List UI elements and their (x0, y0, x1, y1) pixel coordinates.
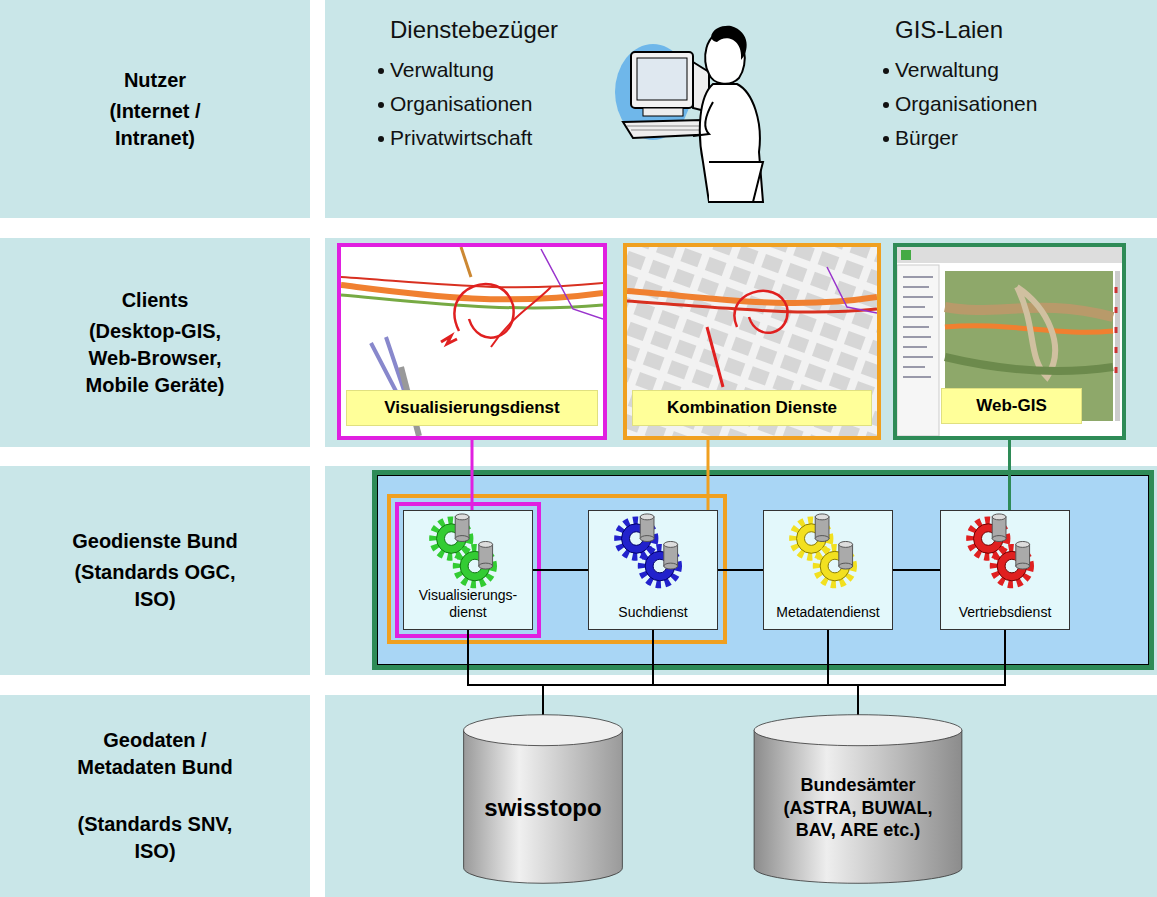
connector (858, 630, 1005, 715)
bullet-dot (883, 68, 889, 74)
database-label: swisstopo (484, 793, 601, 823)
connector (828, 630, 858, 715)
row-label-band: Nutzer (Internet / Intranet) (0, 0, 310, 218)
client-screenshot-box: Kombination Dienste (623, 243, 881, 440)
caption-box: Kombination Dienste (632, 390, 872, 426)
connector (468, 630, 858, 715)
service-box: Suchdienst (588, 510, 718, 630)
connector (893, 569, 940, 571)
connector (543, 630, 1005, 715)
service-label: Metadatendienst (776, 604, 880, 621)
group-heading: Dienstebezüger (390, 16, 558, 44)
row-subtitle: (Internet / Intranet) (68, 98, 243, 152)
database-cylinder-node: swisstopo (462, 713, 624, 885)
connector (533, 569, 588, 571)
database-cylinder-node: Bundesämter (ASTRA, BUWAL, BAV, ARE etc.… (752, 713, 964, 885)
list-item: Bürger (895, 126, 958, 150)
bullet-dot (883, 136, 889, 142)
client-label: Web-GIS (976, 396, 1047, 416)
client-label: Visualisierungsdienst (384, 398, 559, 418)
caption-box: Visualisierungsdienst (346, 390, 598, 426)
list-item: Privatwirtschaft (390, 126, 532, 150)
bullet-dot (378, 136, 384, 142)
database-label: Bundesämter (ASTRA, BUWAL, BAV, ARE etc.… (767, 774, 949, 842)
list-item: Organisationen (390, 92, 532, 116)
service-box: Vertriebsdienst (940, 510, 1070, 630)
list-item: Organisationen (895, 92, 1037, 116)
connector (707, 440, 710, 510)
bullet-dot (378, 102, 384, 108)
list-item: Verwaltung (895, 58, 999, 82)
client-screenshot-box: Visualisierungsdienst (337, 243, 607, 440)
connector (471, 440, 474, 510)
service-label: Suchdienst (618, 604, 687, 621)
user-at-computer-icon (613, 12, 773, 212)
list-item: Verwaltung (390, 58, 494, 82)
row-panel (325, 695, 1157, 897)
user-panel: DienstebezügerVerwaltungOrganisationenPr… (325, 0, 1157, 218)
connector (653, 630, 858, 715)
row-title: Geodaten / Metadaten Bund (65, 727, 245, 781)
row-label-band: Clients (Desktop-GIS, Web-Browser, Mobile… (0, 238, 310, 447)
group-heading: GIS-Laien (895, 16, 1003, 44)
row-title: Nutzer (124, 67, 186, 94)
row-subtitle: (Standards OGC, ISO) (68, 559, 243, 613)
client-screenshot-box: Web-GIS (893, 243, 1126, 440)
service-box: Visualisierungs- dienst (403, 510, 533, 630)
row-title: Geodienste Bund (72, 528, 238, 555)
connector (718, 569, 763, 571)
row-label-band: Geodienste Bund (Standards OGC, ISO) (0, 466, 310, 675)
row-subtitle: (Standards SNV, ISO) (68, 811, 243, 865)
service-label: Visualisierungs- dienst (404, 587, 532, 621)
connector (543, 630, 653, 715)
row-subtitle: (Desktop-GIS, Web-Browser, Mobile Geräte… (68, 318, 243, 399)
service-box: Metadatendienst (763, 510, 893, 630)
connector (468, 630, 543, 715)
bullet-dot (883, 102, 889, 108)
service-label: Vertriebsdienst (959, 604, 1052, 621)
row-label-band: Geodaten / Metadaten Bund (Standards SNV,… (0, 695, 310, 897)
row-title: Clients (122, 287, 189, 314)
connector (543, 630, 828, 715)
caption-box: Web-GIS (941, 388, 1082, 424)
connector (1008, 440, 1011, 510)
client-label: Kombination Dienste (667, 398, 837, 418)
bullet-dot (378, 68, 384, 74)
